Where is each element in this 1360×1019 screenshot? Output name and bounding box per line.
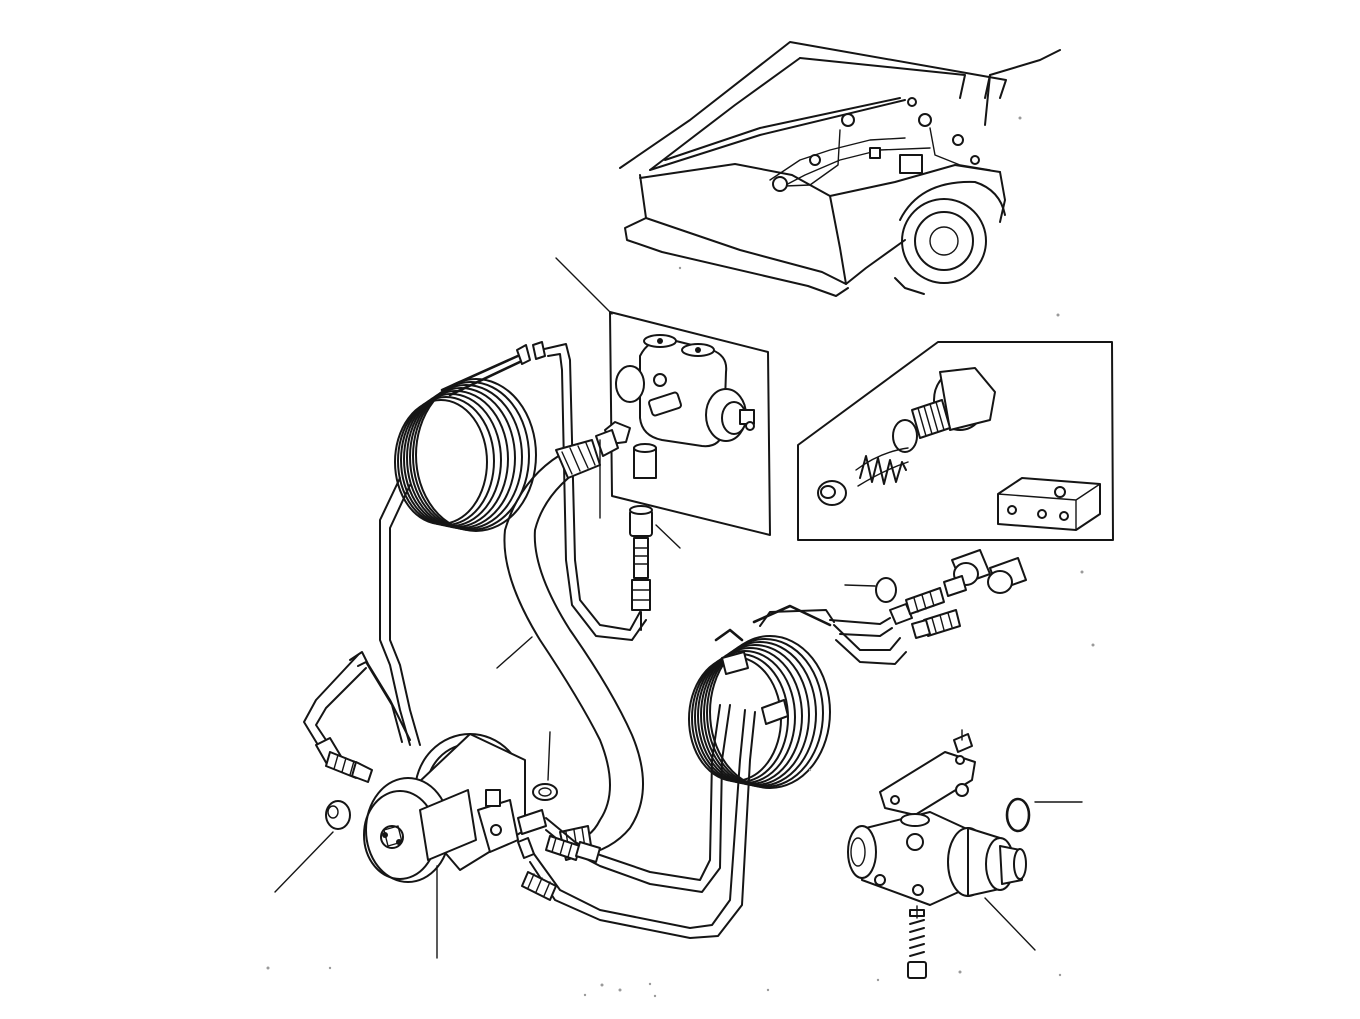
pipe-fittings-lower [521, 835, 601, 901]
accumulator-unit [363, 733, 547, 883]
upper-right-pipe [833, 624, 901, 651]
leader-line [547, 731, 551, 781]
fittings-group [875, 549, 1027, 639]
fitting-below-valve [629, 505, 681, 631]
right-coil [688, 604, 835, 789]
loose-sleeve [325, 800, 351, 830]
hose-clip [532, 783, 558, 801]
exploded-valve-panel [797, 341, 1114, 541]
leader-line [496, 636, 533, 669]
leader-line [984, 897, 1036, 951]
pressure-valve-unit [847, 729, 1031, 979]
union-fitting-left [315, 737, 373, 783]
car-outline [619, 41, 1061, 297]
left-coil [379, 344, 537, 746]
leader-line [844, 584, 876, 587]
leader-line [274, 831, 334, 893]
leader-line [555, 257, 613, 315]
valve-panel [604, 311, 771, 536]
scan-speckles [266, 116, 1095, 998]
return-pipe [539, 343, 641, 631]
